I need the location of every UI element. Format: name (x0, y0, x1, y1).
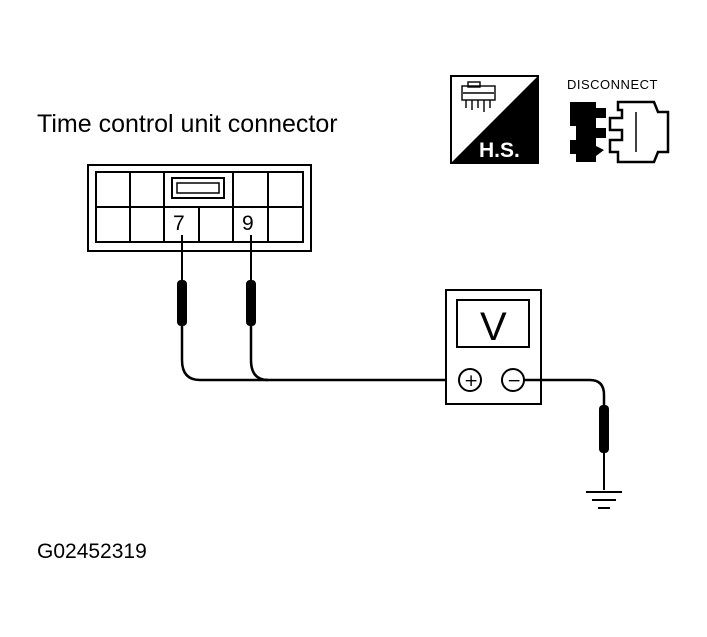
meter-display: V (480, 305, 507, 349)
negative-lead (524, 378, 609, 490)
disconnect-label: DISCONNECT (567, 77, 658, 92)
figure-code: G02452319 (37, 540, 147, 563)
harness-side-label: H.S. (479, 139, 520, 162)
voltmeter: V + − (445, 289, 542, 405)
harness-side-icon: H.S. (450, 75, 539, 164)
connector-title: Time control unit connector (37, 110, 338, 138)
connector-pictogram-icon (461, 81, 496, 112)
negative-terminal-icon: − (507, 371, 521, 391)
lead-wire-positive (180, 359, 459, 382)
ground-icon (586, 491, 622, 509)
pin-label-7: 7 (173, 212, 185, 235)
test-probe-pin-9 (246, 235, 256, 360)
positive-terminal-icon: + (464, 371, 478, 391)
time-control-unit-connector: 7 9 (87, 164, 312, 252)
disconnect-icon: DISCONNECT (567, 77, 670, 164)
test-probe-pin-7 (177, 235, 187, 360)
pin-label-9: 9 (242, 212, 254, 235)
lead-wire-junction (249, 359, 269, 382)
